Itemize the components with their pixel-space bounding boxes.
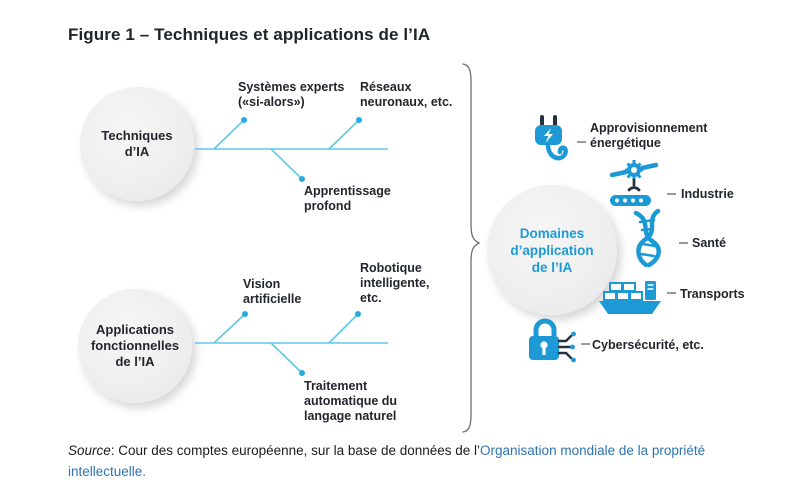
industry-icon — [609, 160, 659, 206]
ship-icon — [599, 281, 661, 314]
applications-node: Applications fonctionnelles de l’IA — [78, 289, 192, 403]
domain-label-sante: Santé — [692, 236, 727, 250]
branch-label-vision-artificielle: Vision artificielle — [243, 277, 302, 306]
domain-label-industrie: Industrie — [681, 187, 734, 201]
source-note: Source: Cour des comptes européenne, sur… — [68, 440, 726, 482]
lock-icon — [529, 318, 576, 363]
domains-node: Domaines d’application de l’IA — [487, 185, 617, 315]
domain-label-transports: Transports — [680, 287, 745, 301]
source-label: Source — [68, 443, 111, 458]
figure-title: Figure 1 – Techniques et applications de… — [68, 25, 431, 44]
fishbone-applications-dots — [242, 311, 361, 376]
branch-label-robotique: Robotique intelligente, etc. — [360, 261, 430, 305]
source-text: : Cour des comptes européenne, sur la ba… — [110, 443, 481, 458]
plug-icon — [535, 115, 568, 161]
fishbone-techniques-dots — [241, 117, 362, 182]
dna-icon — [633, 208, 661, 268]
branch-label-apprentissage: Apprentissage profond — [304, 184, 391, 213]
source-link[interactable]: Organisation mondiale de la propriété in… — [68, 443, 706, 479]
applications-node-label: Applications fonctionnelles de l’IA — [90, 322, 180, 369]
branch-label-reseaux-neuronaux: Réseaux neuronaux, etc. — [360, 80, 453, 109]
techniques-node: Techniques d’IA — [80, 87, 194, 201]
domains-node-label: Domaines d’application de l’IA — [510, 225, 594, 275]
curly-brace — [462, 63, 481, 433]
fishbone-applications-lines — [195, 313, 388, 374]
fishbone-techniques-lines — [195, 119, 388, 180]
domain-label-cybersecurite: Cybersécurité, etc. — [592, 338, 704, 352]
branch-label-traitement-langage: Traitement automatique du langage nature… — [304, 379, 398, 423]
branch-label-systemes-experts: Systèmes experts («si-alors») — [238, 80, 345, 109]
techniques-node-label: Techniques d’IA — [101, 128, 173, 159]
domain-label-energie: Approvisionnement énergétique — [590, 121, 708, 150]
